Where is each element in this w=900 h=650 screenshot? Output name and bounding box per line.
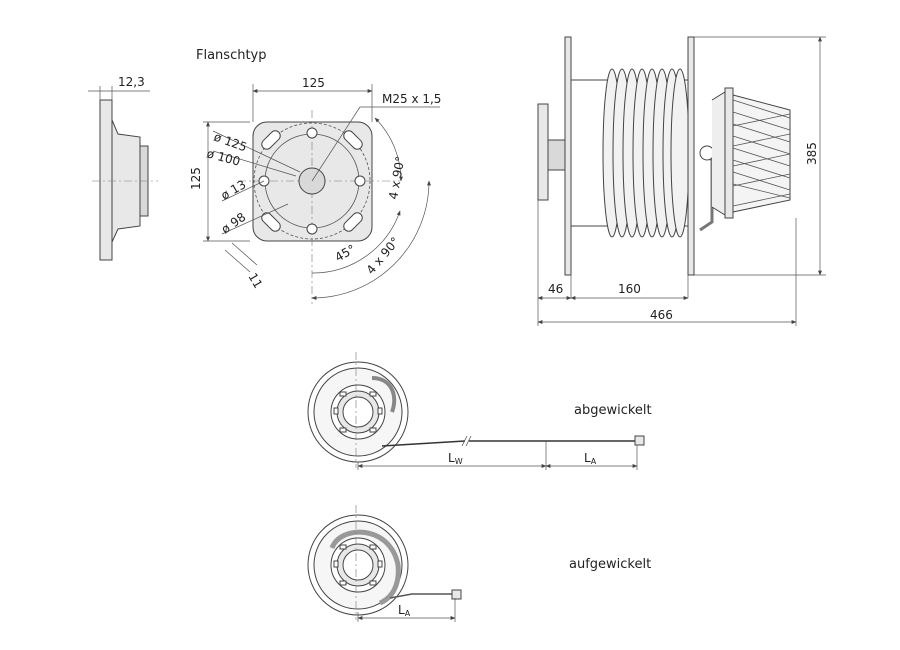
reel-mount-hub: [547, 139, 566, 171]
dim-11: 11: [245, 271, 265, 291]
label-unwound: abgewickelt: [574, 403, 652, 418]
flange-front-view: Flanschtyp 125 125: [189, 48, 441, 304]
dim-reel-160: 160: [618, 282, 641, 296]
label-la-unwound: LA: [584, 451, 597, 466]
dim-reel-466: 466: [650, 308, 673, 322]
dim-flange-height: 125: [189, 167, 203, 190]
flange-title: Flanschtyp: [196, 48, 267, 63]
reel-hose-coils: [602, 68, 690, 238]
reel-left-plate: [564, 36, 572, 276]
dim-dia-98: ø 98: [219, 210, 249, 237]
dim-side-thickness: 12,3: [118, 75, 145, 89]
reel-side-view: 46 160 466 385: [537, 36, 826, 326]
flange-plate-side: [99, 99, 113, 261]
label-thread: M25 x 1,5: [382, 92, 441, 106]
reel-wound-view: LA aufgewickelt: [307, 505, 651, 622]
label-la-wound: LA: [398, 603, 411, 618]
dim-angle-4x90-right: 4 x 90°: [386, 155, 407, 200]
flange-side-view: 12,3: [88, 75, 158, 261]
reel-spring-housing: [711, 87, 791, 219]
dim-angle-45: 45°: [333, 242, 358, 265]
unwound-hub-teeth: [333, 391, 383, 433]
dim-reel-385: 385: [805, 142, 819, 165]
dim-flange-width: 125: [302, 76, 325, 90]
dim-reel-46: 46: [548, 282, 563, 296]
reel-unwound-view: LW LA abgewickelt: [307, 352, 652, 470]
reel-right-plate: [687, 36, 695, 276]
unwound-hose-nozzle: [634, 435, 645, 446]
label-wound: aufgewickelt: [569, 557, 651, 572]
wound-hose-nozzle: [451, 589, 462, 600]
label-lw: LW: [448, 451, 463, 466]
reel-mount-flange: [537, 103, 549, 201]
wound-hub-teeth: [333, 544, 383, 586]
